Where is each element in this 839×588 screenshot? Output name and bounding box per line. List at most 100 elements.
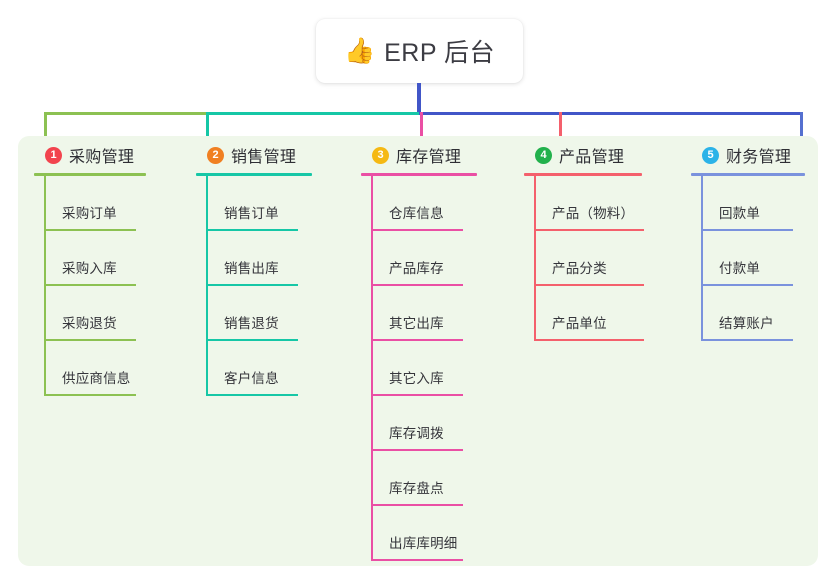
connector-bar-left [44,112,206,115]
leaf-item[interactable]: 采购退货 [44,286,184,341]
leaf-rule [206,284,298,286]
leaf-label: 产品分类 [552,261,607,276]
leaf-label: 库存调拨 [389,426,444,441]
leaf-rule [701,284,793,286]
column-header-rule-2 [196,173,312,176]
leaf-item[interactable]: 销售退货 [206,286,346,341]
column-body-3: 仓库信息产品库存其它出库其它入库库存调拨库存盘点出库库明细 [361,176,511,561]
leaf-item[interactable]: 采购订单 [44,176,184,231]
leaf-rule [44,394,136,396]
column-header-rule-1 [34,173,146,176]
column-3: 3 库存管理仓库信息产品库存其它出库其它入库库存调拨库存盘点出库库明细 [361,142,511,561]
column-spine-2 [206,176,208,396]
column-header-3[interactable]: 3 库存管理 [361,142,511,168]
column-header-rule-3 [361,173,477,176]
leaf-item[interactable]: 回款单 [701,176,821,231]
leaf-rule [206,394,298,396]
leaf-rule [371,449,463,451]
root-node[interactable]: 👍 ERP 后台 [316,19,523,83]
leaf-item[interactable]: 产品单位 [534,286,674,341]
column-drop-2 [206,112,209,148]
column-body-2: 销售订单销售出库销售退货客户信息 [196,176,346,396]
leaf-rule [206,339,298,341]
leaf-item[interactable]: 出库库明细 [371,506,511,561]
leaf-label: 采购订单 [62,206,117,221]
column-badge-5: 5 [702,146,719,164]
root-stem [417,83,421,115]
leaf-rule [371,284,463,286]
leaf-label: 产品（物料） [552,206,635,221]
leaf-label: 客户信息 [224,371,279,386]
column-badge-3: 3 [372,146,389,164]
leaf-label: 付款单 [719,261,761,276]
column-body-4: 产品（物料） 产品分类产品单位 [524,176,674,341]
leaf-item[interactable]: 产品（物料） [534,176,674,231]
column-1: 1 采购管理采购订单采购入库采购退货供应商信息 [34,142,184,396]
leaf-label: 其它入库 [389,371,444,386]
column-title-4: 产品管理 [559,149,625,166]
leaf-rule [44,229,136,231]
connector-bar-mid [206,112,419,115]
column-header-4[interactable]: 4 产品管理 [524,142,674,168]
leaf-label: 结算账户 [719,316,774,331]
column-spine-4 [534,176,536,341]
column-spine-1 [44,176,46,396]
leaf-label: 仓库信息 [389,206,444,221]
leaf-rule [44,339,136,341]
leaf-label: 库存盘点 [389,481,444,496]
leaf-label: 销售订单 [224,206,279,221]
leaf-item[interactable]: 库存调拨 [371,396,511,451]
column-drop-5 [800,112,803,148]
diagram-panel [18,136,818,566]
column-title-2: 销售管理 [231,149,297,166]
column-body-1: 采购订单采购入库采购退货供应商信息 [34,176,184,396]
leaf-rule [371,559,463,561]
column-drop-1 [44,112,47,148]
leaf-rule [371,394,463,396]
leaf-rule [371,339,463,341]
column-title-3: 库存管理 [396,149,462,166]
leaf-label: 产品库存 [389,261,444,276]
leaf-item[interactable]: 产品分类 [534,231,674,286]
leaf-rule [534,339,644,341]
leaf-item[interactable]: 客户信息 [206,341,346,396]
column-title-1: 采购管理 [69,149,135,166]
leaf-label: 采购退货 [62,316,117,331]
leaf-label: 回款单 [719,206,761,221]
leaf-item[interactable]: 库存盘点 [371,451,511,506]
column-drop-4 [559,112,562,148]
leaf-item[interactable]: 销售订单 [206,176,346,231]
leaf-item[interactable]: 采购入库 [44,231,184,286]
column-spine-5 [701,176,703,341]
leaf-item[interactable]: 销售出库 [206,231,346,286]
leaf-item[interactable]: 付款单 [701,231,821,286]
column-body-5: 回款单付款单结算账户 [691,176,821,341]
leaf-item[interactable]: 供应商信息 [44,341,184,396]
leaf-label: 出库库明细 [389,536,458,551]
leaf-item[interactable]: 仓库信息 [371,176,511,231]
leaf-rule [701,339,793,341]
leaf-label: 供应商信息 [62,371,131,386]
leaf-label: 其它出库 [389,316,444,331]
leaf-label: 采购入库 [62,261,117,276]
column-drop-3 [420,112,423,158]
leaf-item[interactable]: 结算账户 [701,286,821,341]
leaf-rule [534,229,644,231]
leaf-item[interactable]: 产品库存 [371,231,511,286]
leaf-rule [534,284,644,286]
column-4: 4 产品管理产品（物料） 产品分类产品单位 [524,142,674,341]
column-badge-1: 1 [45,146,62,164]
leaf-rule [701,229,793,231]
connector-bar-right [419,112,803,115]
column-badge-4: 4 [535,146,552,164]
leaf-item[interactable]: 其它出库 [371,286,511,341]
leaf-rule [44,284,136,286]
leaf-rule [371,504,463,506]
leaf-item[interactable]: 其它入库 [371,341,511,396]
column-header-rule-5 [691,173,805,176]
column-header-1[interactable]: 1 采购管理 [34,142,184,168]
